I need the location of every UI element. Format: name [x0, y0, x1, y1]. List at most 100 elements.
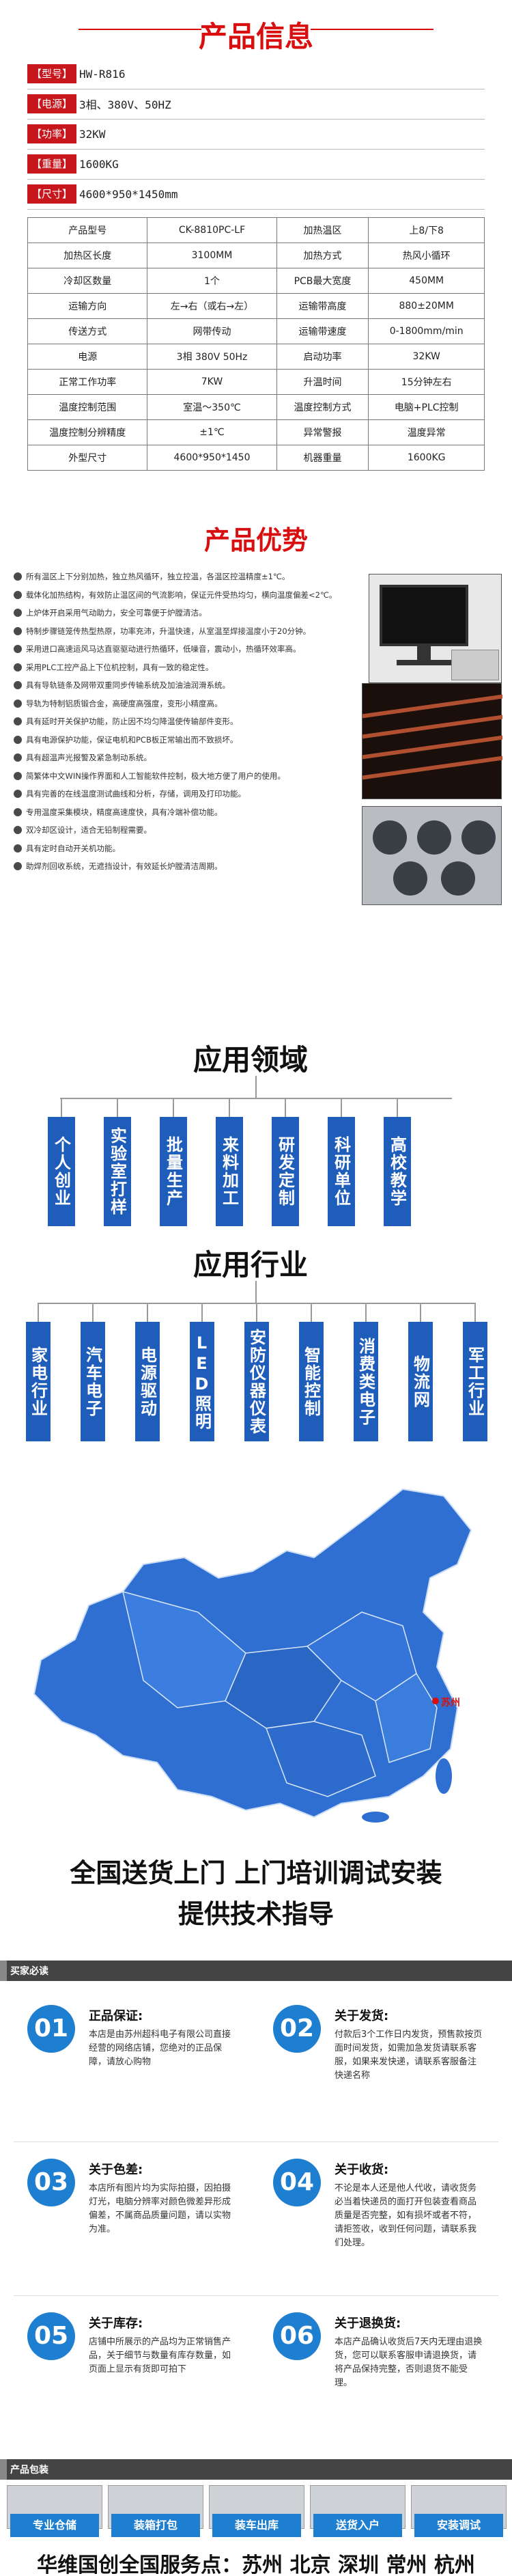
list-item: 特制步骤链笼传热型热原，功率充沛，升温快速，从室温至焊接温度小于20分钟。 — [14, 625, 355, 637]
table-cell: 温度控制范围 — [27, 394, 148, 420]
list-item: 双冷却区设计，适合无铅制程需要。 — [14, 824, 355, 836]
packaging-label: 安装调试 — [414, 2514, 503, 2537]
info-title: 正品保证: — [89, 2009, 143, 2023]
connector-line — [61, 1099, 62, 1117]
connector-line — [92, 1304, 94, 1322]
table-cell: 异常警报 — [276, 419, 369, 445]
category-box: 智能控制 — [299, 1322, 324, 1441]
table-cell: 880±20MM — [368, 293, 485, 319]
advantages-title: 产品优势 — [203, 525, 308, 555]
info-title: 关于库存: — [89, 2316, 143, 2331]
list-item: 助焊剂回收系统，无遮挡设计，有效延长炉膛清洁周期。 — [14, 860, 355, 872]
packaging-label: 装箱打包 — [111, 2514, 200, 2537]
bullet-icon — [14, 663, 22, 671]
spec-value: 1600KG — [79, 157, 119, 171]
info-text: 本店产品确认收货后7天内无理由退换货，您可以联系客服申请退换货，请将产品保持完整… — [335, 2337, 483, 2388]
list-item-text: 双冷却区设计，适合无铅制程需要。 — [26, 825, 152, 835]
bullet-icon — [14, 753, 22, 762]
packaging-bar-label: 产品包装 — [10, 2465, 48, 2476]
connector-line — [38, 1304, 39, 1322]
list-item-text: 助焊剂回收系统，无遮挡设计，有效延长炉膛清洁周期。 — [26, 861, 223, 871]
list-item: 载体化加热结构，有效防止温区间的气流影响，保证元件受热均匀，横向温度偏差<2℃。 — [14, 589, 355, 601]
title-rule-left — [79, 29, 201, 30]
category-box: 科研单位 — [328, 1117, 355, 1226]
table-cell: 温度控制分辨精度 — [27, 419, 148, 445]
info-text: 不论是本人还是他人代收，请收货务必当着快递员的面打开包装查看商品质量是否完整，如… — [335, 2183, 477, 2248]
spec-row: 【电源】3相、380V、50HZ — [27, 92, 171, 116]
category-box: 电源驱动 — [135, 1322, 160, 1441]
step-number-badge: 03 — [27, 2159, 75, 2206]
list-item-text: 简繁体中文WIN操作界面和人工智能软件控制，极大地方便了用户的使用。 — [26, 771, 285, 781]
list-item: 导轨为特制铝质锻合金，高硬度高强度，变形小精度高。 — [14, 697, 355, 710]
page-title: 产品信息 — [198, 20, 313, 53]
table-cell: 3100MM — [147, 243, 277, 268]
table-cell: 450MM — [368, 268, 485, 294]
connector-line — [365, 1304, 367, 1322]
connector-line — [420, 1304, 421, 1322]
info-title: 关于收货: — [335, 2163, 389, 2177]
list-item-text: 上炉体开启采用气动助力，安全可靠便于炉膛清洁。 — [26, 608, 207, 618]
bullet-icon — [14, 609, 22, 617]
spec-divider — [27, 149, 485, 150]
table-cell: 传送方式 — [27, 318, 148, 344]
bullet-icon — [14, 572, 22, 581]
bullet-icon — [14, 645, 22, 653]
list-item-text: 载体化加热结构，有效防止温区间的气流影响，保证元件受热均匀，横向温度偏差<2℃。 — [26, 590, 337, 600]
industries-stem — [255, 1281, 257, 1303]
list-item: 采用进口高速运风马达直驱驱动进行热循环，低噪音，震动小，热循环效率高。 — [14, 643, 355, 655]
bullet-icon — [14, 735, 22, 744]
connector-line — [173, 1099, 174, 1117]
step-number-badge: 05 — [27, 2312, 75, 2360]
category-box: 军工行业 — [463, 1322, 487, 1441]
spec-tag: 【功率】 — [27, 124, 77, 143]
table-cell: 运输带速度 — [276, 318, 369, 344]
list-item-text: 具有完善的在线温度测试曲线和分析，存储，调用及打印功能。 — [26, 789, 246, 799]
table-cell: 加热温区 — [276, 217, 369, 243]
list-item: 具有定时自动开关机功能。 — [14, 842, 355, 855]
bullet-icon — [14, 807, 22, 816]
table-cell: 产品型号 — [27, 217, 148, 243]
table-cell: 网带传动 — [147, 318, 277, 344]
buyer-bar-label: 买家必读 — [10, 1966, 48, 1977]
table-cell: 1600KG — [368, 445, 485, 471]
table-cell: 热风小循环 — [368, 243, 485, 268]
category-box: 批量生产 — [160, 1117, 187, 1226]
category-box: 家电行业 — [26, 1322, 51, 1441]
section-divider — [14, 2295, 498, 2296]
bullet-icon — [14, 862, 22, 870]
packaging-label: 送货入户 — [313, 2514, 402, 2537]
table-cell: 室温～350℃ — [147, 394, 277, 420]
table-cell: 左→右（或右→左） — [147, 293, 277, 319]
map-city-label: 苏州 — [441, 1698, 460, 1708]
list-item-text: 特制步骤链笼传热型热原，功率充沛，升温快速，从室温至焊接温度小于20分钟。 — [26, 626, 311, 636]
spec-row: 【型号】HW-R816 — [27, 61, 125, 86]
table-cell: 15分钟左右 — [368, 369, 485, 395]
bullet-icon — [14, 626, 22, 635]
info-text: 本店是由苏州超科电子有限公司直接经营的网络店铺，您绝对的正品保障，请放心购物 — [89, 2030, 231, 2067]
industries-hline — [38, 1303, 476, 1304]
connector-line — [201, 1304, 203, 1322]
title-rule-right — [311, 29, 433, 30]
bar-accent — [0, 2459, 7, 2480]
fan-module-photo — [362, 806, 502, 905]
table-cell: 电脑+PLC控制 — [368, 394, 485, 420]
table-cell: 启动功率 — [276, 344, 369, 370]
list-item: 简繁体中文WIN操作界面和人工智能软件控制，极大地方便了用户的使用。 — [14, 770, 355, 782]
bullet-icon — [14, 681, 22, 689]
table-cell: 电源 — [27, 344, 148, 370]
spec-row: 【功率】32KW — [27, 122, 106, 146]
list-item-text: 具有延时开关保护功能，防止因不均匀降温使传输部件变形。 — [26, 717, 238, 726]
list-item-text: 所有温区上下分别加热，独立热风循环，独立控温，各温区控温精度±1℃。 — [26, 572, 290, 581]
fields-title: 应用领域 — [193, 1043, 309, 1077]
bullet-icon — [14, 790, 22, 798]
table-cell: 运输带高度 — [276, 293, 369, 319]
table-cell: 7KW — [147, 369, 277, 395]
spec-divider — [27, 119, 485, 120]
step-number-badge: 04 — [273, 2159, 321, 2206]
